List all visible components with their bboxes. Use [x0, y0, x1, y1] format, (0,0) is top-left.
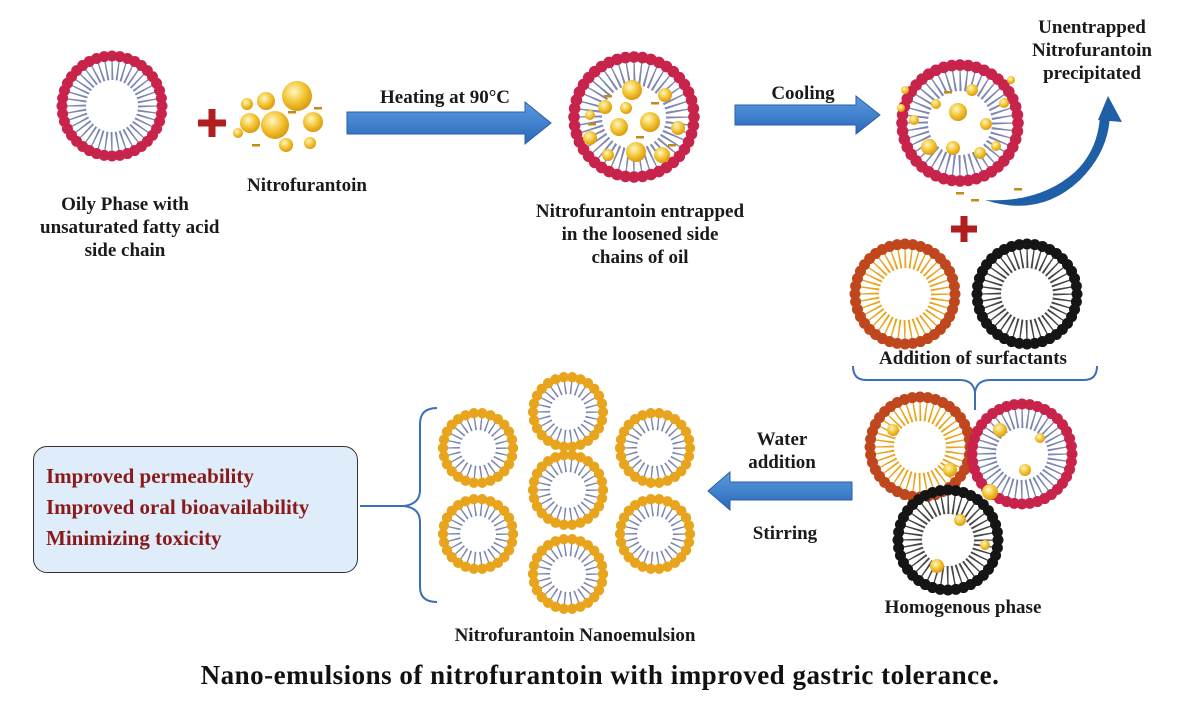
cooled-drug: [999, 98, 1009, 108]
cooled-drug: [931, 99, 941, 109]
precipitation-curved-arrow: [985, 96, 1122, 206]
homogenous-label: Homogenous phase: [884, 597, 1042, 618]
entrapped-drug: [658, 88, 672, 102]
cooling-arrow: [734, 94, 881, 136]
nitrofurantoin-particle: [240, 113, 260, 133]
cooled-drug: [946, 141, 960, 155]
water-addition-label: Water addition: [748, 429, 816, 473]
entrapped-drug: [610, 118, 628, 136]
stirring-label: Stirring: [752, 523, 818, 544]
nitrofurantoin-particle: [257, 92, 275, 110]
entrapped-drug: [585, 110, 595, 120]
precipitated-drug: [901, 86, 909, 94]
water-addition-arrow: [707, 470, 853, 512]
drug-dash-mark: [288, 111, 296, 114]
nanoemulsion-droplet: [437, 494, 519, 574]
plus-sign-2: [951, 216, 977, 242]
oily-phase-membrane: [56, 50, 168, 162]
cooled-drug: [949, 103, 967, 121]
homogenous-membrane-rust: [864, 391, 976, 503]
drug-dash-mark: [971, 199, 979, 202]
nitrofurantoin-particle: [261, 111, 289, 139]
nanoemulsion-label: Nitrofurantoin Nanoemulsion: [454, 625, 696, 646]
nanoemulsion-droplet: [614, 494, 696, 574]
oily-phase-label: Oily Phase with unsaturated fatty acid s…: [40, 194, 220, 261]
homogenous-drug: [1019, 464, 1031, 476]
homogenous-drug: [887, 424, 899, 436]
drug-dash-mark: [252, 144, 260, 147]
cooled-drug: [980, 118, 992, 130]
heating-label: Heating at 90°C: [379, 87, 511, 108]
homogenous-drug: [980, 540, 990, 550]
homogenous-drug: [930, 559, 944, 573]
plus-sign-1: [198, 109, 226, 137]
entrapped-drug: [671, 121, 685, 135]
surfactant-bracket: [852, 365, 1098, 410]
entrapped-drug: [602, 149, 614, 161]
drug-dash-mark: [956, 192, 964, 195]
drug-dash-mark: [588, 123, 596, 126]
cooled-drug: [921, 139, 937, 155]
drug-dash-mark: [944, 91, 952, 94]
entrapped-drug: [622, 80, 642, 100]
nitrofurantoin-particle: [303, 112, 323, 132]
heating-arrow: [346, 100, 552, 146]
addition-surfactants-label: Addition of surfactants: [879, 348, 1067, 369]
drug-dash-mark: [668, 144, 676, 147]
entrapped-label: Nitrofurantoin entrapped in the loosened…: [535, 201, 745, 268]
homogenous-drug: [993, 423, 1007, 437]
cooling-label: Cooling: [771, 83, 835, 104]
nanoemulsion-droplet: [437, 408, 519, 488]
drug-dash-mark: [651, 102, 659, 105]
homogenous-drug: [954, 514, 966, 526]
homogenous-membrane-crimson: [966, 398, 1078, 510]
benefits-box: Improved permeability Improved oral bioa…: [33, 446, 358, 573]
unentrapped-label: Unentrapped Nitrofurantoin precipitated: [1032, 17, 1152, 84]
cooled-drug: [909, 115, 919, 125]
nanoemulsion-droplet: [527, 372, 609, 452]
entrapped-drug: [598, 100, 612, 114]
homogenous-drug: [1035, 433, 1045, 443]
cooled-drug: [991, 141, 1001, 151]
nitrofurantoin-label: Nitrofurantoin: [247, 175, 367, 196]
drug-dash-mark: [1014, 188, 1022, 191]
drug-dash-mark: [314, 107, 322, 110]
nitrofurantoin-particle: [282, 81, 312, 111]
entrapped-drug: [654, 147, 670, 163]
surfactant-membrane-black: [971, 238, 1083, 350]
nitrofurantoin-particle: [241, 98, 253, 110]
cooled-drug: [966, 84, 978, 96]
cooled-drug: [974, 147, 986, 159]
nanoemulsion-droplet: [527, 450, 609, 530]
entrapped-drug: [626, 142, 646, 162]
figure-caption: Nano-emulsions of nitrofurantoin with im…: [200, 660, 1000, 690]
nitrofurantoin-particle: [279, 138, 293, 152]
precipitated-drug: [1007, 76, 1015, 84]
nanoemulsion-droplet: [614, 408, 696, 488]
nitrofurantoin-particle: [304, 137, 316, 149]
nanoemulsion-bracket: [360, 407, 438, 603]
homogenous-drug: [943, 463, 957, 477]
entrapped-drug: [640, 112, 660, 132]
drug-dash-mark: [604, 95, 612, 98]
nitrofurantoin-particle: [233, 128, 243, 138]
surfactant-membrane-rust: [849, 238, 961, 350]
nanoemulsion-droplet: [527, 534, 609, 614]
precipitated-drug: [897, 104, 905, 112]
drug-dash-mark: [636, 136, 644, 139]
entrapped-drug: [620, 102, 632, 114]
entrapped-drug: [583, 131, 597, 145]
homogenous-drug: [982, 484, 998, 500]
benefit-bioavailability: Improved oral bioavailability: [46, 495, 310, 519]
benefit-toxicity: Minimizing toxicity: [46, 526, 222, 550]
benefit-permeability: Improved permeability: [46, 464, 254, 488]
homogenous-membrane-black: [892, 484, 1004, 596]
